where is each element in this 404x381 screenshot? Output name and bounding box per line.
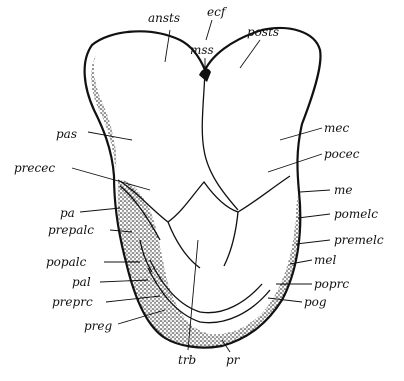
leader-posts: [240, 40, 260, 68]
label-mec: mec: [324, 121, 349, 135]
leader-ecf: [206, 20, 212, 40]
label-preg: preg: [84, 319, 113, 333]
label-poprc: poprc: [314, 277, 349, 291]
label-preprc: preprc: [52, 295, 93, 309]
leader-precec: [72, 168, 150, 190]
label-posts: posts: [247, 25, 279, 39]
label-premelc: premelc: [334, 233, 384, 247]
label-me: me: [334, 183, 352, 197]
label-mss: mss: [190, 43, 214, 57]
leader-pomelc: [298, 214, 330, 218]
leader-premelc: [296, 240, 330, 244]
label-pocec: pocec: [324, 147, 360, 161]
label-pr: pr: [226, 353, 241, 367]
label-mel: mel: [314, 253, 336, 267]
label-pas: pas: [56, 127, 77, 141]
label-prepalc: prepalc: [48, 223, 94, 237]
label-pog: pog: [304, 295, 327, 309]
label-pal: pal: [72, 275, 91, 289]
label-popalc: popalc: [46, 255, 87, 269]
leader-pocec: [268, 154, 322, 172]
leader-me: [300, 190, 330, 192]
label-ecf: ecf: [207, 5, 228, 19]
leader-pa: [80, 208, 120, 212]
label-precec: precec: [14, 161, 55, 175]
label-pomelc: pomelc: [334, 207, 378, 221]
label-trb: trb: [178, 353, 196, 367]
label-pa: pa: [60, 206, 75, 220]
label-ansts: ansts: [148, 11, 180, 25]
